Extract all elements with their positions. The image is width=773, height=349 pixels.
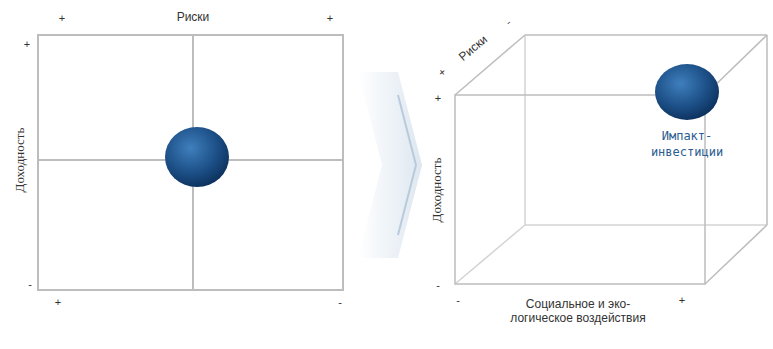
axis-sign: -: [502, 15, 514, 28]
chevron-edge: [398, 95, 416, 235]
axis-sign: +: [55, 295, 61, 309]
cube-edge: [525, 34, 767, 36]
axis-label: Доходность: [13, 128, 27, 193]
cube-edge: [524, 35, 526, 225]
axis-label: Социальное и эко- логическое воздействия: [498, 297, 658, 325]
axis-sign: +: [435, 91, 441, 105]
axis-label: Доходность: [430, 158, 444, 223]
matrix-frame: [38, 35, 343, 290]
cube-edge: [705, 225, 767, 284]
axis-sign: +: [24, 37, 30, 51]
sphere-label: Импакт- инвестиции: [630, 128, 744, 160]
sphere: [655, 64, 719, 120]
cube-front: [455, 95, 705, 284]
axis-sign: -: [456, 293, 460, 307]
axis-sign: +: [59, 11, 65, 25]
axis-label: Риски: [456, 32, 490, 64]
sphere: [165, 127, 229, 187]
axis-sign: +: [327, 11, 333, 25]
axis-sign: +: [435, 65, 449, 80]
axis-sign: -: [338, 295, 342, 309]
cube-edge: [455, 225, 525, 284]
impact-sphere: Импакт- инвестиции: [630, 60, 744, 160]
axis-sign: -: [28, 277, 32, 291]
transition-chevron: [358, 72, 422, 258]
cube-edge: [766, 35, 768, 225]
axis-sign: +: [679, 293, 685, 307]
cube-edge: [525, 224, 767, 226]
axis-sign: -: [436, 278, 440, 292]
axis-label: Риски: [177, 10, 210, 24]
